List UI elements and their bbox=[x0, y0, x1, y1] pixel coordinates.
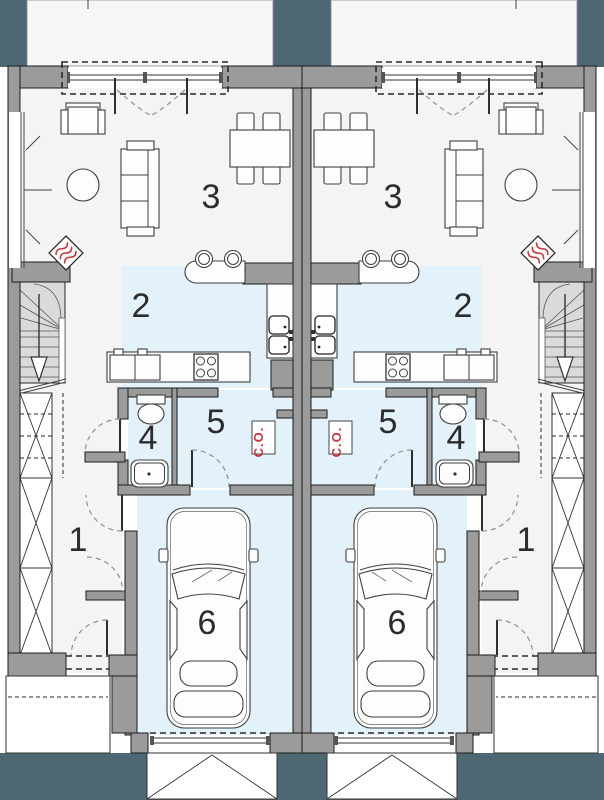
door-swing-entrance bbox=[66, 619, 109, 670]
backdrop-top-middle bbox=[273, 0, 331, 67]
inner-hall-floor bbox=[177, 390, 293, 488]
closet bbox=[19, 392, 64, 656]
unit-right bbox=[301, 0, 599, 800]
room-label-living-right: 3 bbox=[384, 178, 403, 216]
unit-left bbox=[5, 0, 303, 800]
room-label-innerhall-left: 5 bbox=[207, 403, 226, 441]
kitchen-sink bbox=[266, 283, 294, 359]
room-label-garage-right: 6 bbox=[388, 604, 407, 642]
heating-label-left: C.O. bbox=[251, 427, 266, 458]
terrace-door bbox=[61, 61, 229, 116]
door-swing-wc bbox=[84, 418, 121, 453]
sofa bbox=[120, 140, 160, 237]
room-label-hall-left: 1 bbox=[69, 521, 88, 559]
room-label-wc-right: 4 bbox=[447, 419, 466, 457]
driveway-apron bbox=[146, 752, 278, 800]
washbasin bbox=[130, 459, 169, 488]
toilet bbox=[136, 394, 166, 425]
staircase bbox=[17, 281, 67, 395]
backdrop-top-left bbox=[0, 0, 27, 67]
room-label-garage-left: 6 bbox=[198, 604, 217, 642]
window bbox=[9, 112, 52, 268]
room-label-kitchen-left: 2 bbox=[132, 287, 151, 325]
entry-porch bbox=[5, 675, 111, 754]
coffee-table bbox=[66, 168, 100, 202]
dining-set bbox=[229, 112, 291, 185]
door-swing-hall bbox=[86, 556, 124, 594]
room-label-kitchen-right: 2 bbox=[454, 287, 473, 325]
armchair bbox=[60, 102, 106, 135]
room-label-wc-left: 4 bbox=[139, 419, 158, 457]
heating-box bbox=[251, 420, 276, 455]
stairs-down-arrow bbox=[30, 294, 48, 383]
room-label-hall-right: 1 bbox=[517, 521, 536, 559]
terrace bbox=[26, 0, 274, 67]
door-swing-hall-garage bbox=[85, 494, 123, 532]
backdrop-top-right bbox=[577, 0, 604, 67]
door-swing-innerhall-garage bbox=[191, 449, 230, 488]
backdrop-bottom bbox=[0, 753, 604, 800]
radiator-icon bbox=[48, 235, 84, 271]
car bbox=[158, 507, 259, 729]
garage-door bbox=[150, 732, 270, 745]
stove-icon bbox=[193, 353, 219, 381]
room-label-living-left: 3 bbox=[202, 178, 221, 216]
room-labels: 3 2 5 4 1 6 3 2 5 4 1 6 C.O. C.O. bbox=[69, 178, 536, 642]
bar-stools bbox=[194, 249, 243, 269]
fridge bbox=[109, 348, 161, 381]
heating-label-right: C.O. bbox=[329, 427, 344, 458]
room-label-innerhall-right: 5 bbox=[379, 403, 398, 441]
